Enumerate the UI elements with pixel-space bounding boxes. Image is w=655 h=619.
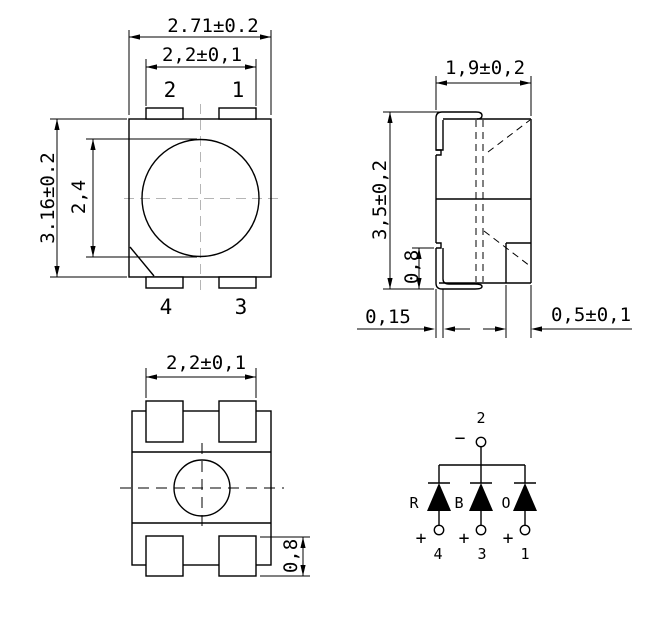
- minus-polarity-symbol: −: [455, 428, 466, 449]
- side-view-hidden-lines: [475, 119, 531, 282]
- led-symbol-red: [427, 483, 451, 511]
- dim-pad-width: 0,5±0,1: [551, 304, 631, 326]
- schematic-pin3-label: 3: [477, 545, 486, 563]
- top-view-centerlines: [124, 104, 278, 290]
- side-view-dimensions: [357, 76, 632, 338]
- pin-label-4: 4: [160, 295, 173, 319]
- side-view-upper-lead-step: [436, 149, 442, 156]
- led-color-label-r: R: [409, 494, 419, 512]
- terminal-pin3: [475, 524, 487, 536]
- terminal-pin4: [433, 524, 445, 536]
- plus-polarity-symbol-3: +: [503, 528, 514, 549]
- plus-polarity-symbol-1: +: [416, 528, 427, 549]
- dim-lens-diameter: 2,4: [68, 180, 90, 214]
- corner-chamfer-mark: [129, 246, 155, 277]
- top-view-pads: [145, 107, 257, 289]
- side-view-lower-lead: [435, 248, 483, 290]
- top-view-body-outline: [128, 118, 272, 278]
- schematic-pin4-label: 4: [433, 545, 442, 563]
- plus-polarity-symbol-2: +: [459, 528, 470, 549]
- top-view-labels: 2.71±0.2 2,2±0,1 3.16±0.2 2,4 2 1 4 3: [37, 15, 259, 319]
- top-view: [124, 104, 278, 290]
- side-view-upper-lead: [435, 111, 483, 151]
- side-view: [435, 111, 532, 290]
- dim-side-height: 3,5±0,2: [369, 160, 391, 240]
- dim-outer-width: 2.71±0.2: [167, 15, 259, 37]
- schematic-labels: 2 − R B O + + + 4 3 1: [409, 409, 529, 563]
- lens-circle: [141, 138, 260, 258]
- bottom-view: [120, 400, 284, 577]
- schematic-pin2-label: 2: [476, 409, 485, 427]
- terminal-pin2: [475, 436, 487, 448]
- pin-label-3: 3: [235, 295, 248, 319]
- pin-label-1: 1: [232, 78, 245, 102]
- led-color-label-b: B: [454, 494, 463, 512]
- side-view-labels: 1,9±0,2 3,5±0,2 0,8 0,15 0,5±0,1: [365, 57, 631, 328]
- led-symbol-blue: [469, 483, 493, 511]
- dim-body-height: 3.16±0.2: [37, 152, 59, 244]
- terminal-pin1: [519, 524, 531, 536]
- led-diode-symbols: [427, 483, 537, 511]
- bottom-view-pads: [145, 400, 257, 577]
- side-view-right-pad: [505, 242, 531, 283]
- led-color-label-o: O: [501, 494, 510, 512]
- bottom-view-dimensions: [145, 368, 310, 577]
- led-symbol-orange: [513, 483, 537, 511]
- pin-label-2: 2: [164, 78, 177, 102]
- schematic-pin1-label: 1: [520, 545, 529, 563]
- side-view-body-outline: [439, 118, 532, 284]
- dim-pad-span: 2,2±0,1: [162, 44, 242, 66]
- side-view-lower-lead-step: [436, 242, 442, 249]
- dim-side-width: 1,9±0,2: [445, 57, 525, 79]
- schematic: [427, 436, 537, 536]
- bottom-view-labels: 2,2±0,1 0,8: [166, 352, 302, 573]
- dim-lead-height: 0,8: [401, 250, 423, 284]
- dim-bottom-pad-span: 2,2±0,1: [166, 352, 246, 374]
- bottom-view-centerlines: [120, 443, 284, 533]
- dim-bottom-pad-height: 0,8: [280, 539, 302, 573]
- top-view-dimensions: [50, 30, 272, 278]
- dim-lead-thickness: 0,15: [365, 306, 411, 328]
